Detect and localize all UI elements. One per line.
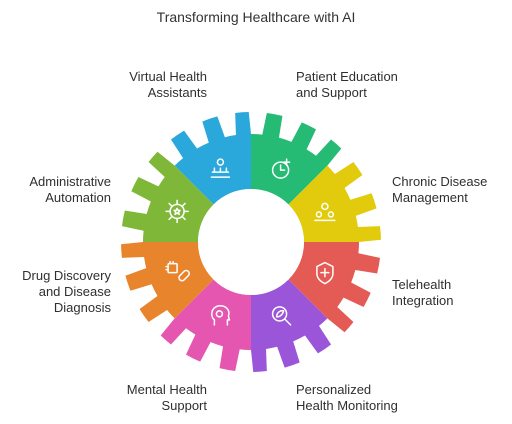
magnifier-leaf-icon — [271, 306, 292, 326]
label-chronic-disease: Chronic Disease Management — [392, 174, 488, 205]
people-network-icon — [210, 158, 231, 178]
label-virtual-health-assistants: Virtual Health Assistants — [129, 69, 207, 100]
clock-plus-icon — [271, 158, 291, 179]
diagram-title: Transforming Healthcare with AI — [156, 9, 356, 25]
gear-segment-chronic — [288, 161, 381, 242]
gear-segment-virtual — [170, 112, 251, 205]
label-drug-discovery: Drug Discovery and Disease Diagnosis — [22, 268, 111, 315]
gear-segment-education — [251, 112, 342, 205]
label-telehealth: Telehealth Integration — [392, 277, 454, 308]
group-icon — [314, 202, 336, 222]
gear-center-hole — [198, 189, 304, 295]
pill-chip-icon — [165, 260, 190, 282]
label-patient-education: Patient Education and Support — [296, 69, 398, 100]
label-administrative-automation: Administrative Automation — [29, 174, 111, 205]
label-mental-health: Mental Health Support — [126, 382, 207, 413]
label-personalized-monitoring: Personalized Health Monitoring — [296, 382, 398, 413]
gear-segment-admin — [121, 151, 214, 242]
shield-plus-icon — [316, 261, 334, 285]
gear-star-icon — [165, 199, 189, 224]
head-flower-icon — [211, 305, 231, 326]
gear-segment-mental — [160, 279, 251, 372]
gear-segment-telehealth — [288, 242, 381, 333]
gear-segment-drug — [121, 242, 214, 323]
gear-segment-monitoring — [251, 279, 332, 372]
